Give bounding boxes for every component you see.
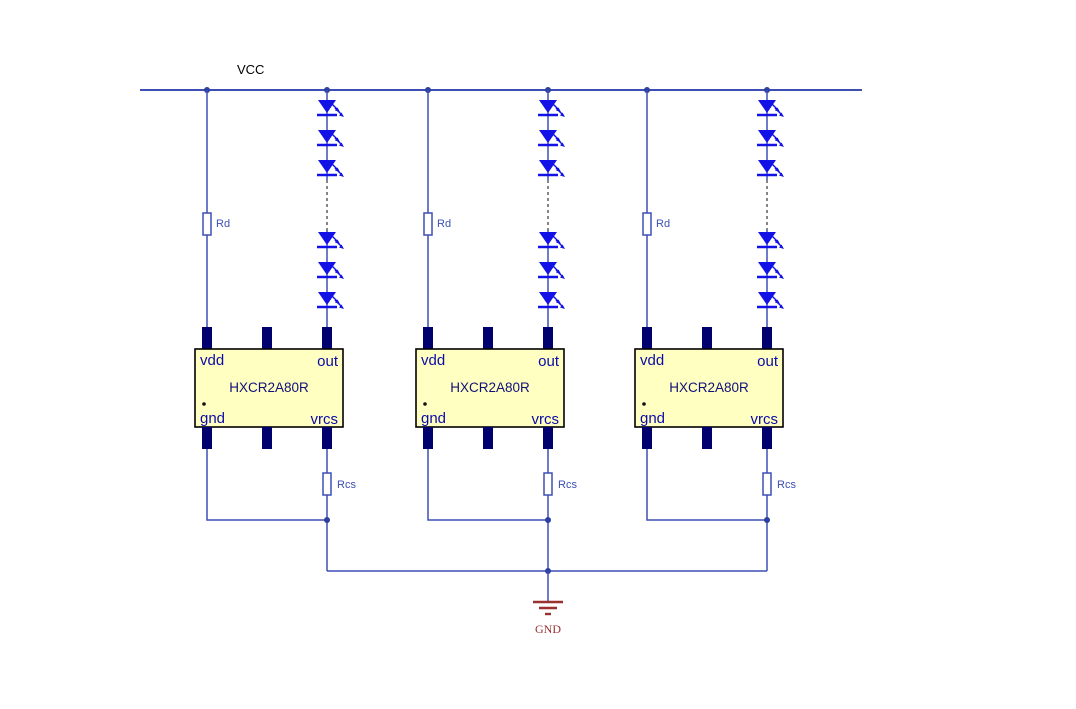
resistor-rcs-label: Rcs [777,479,796,491]
resistor-rd [642,212,652,236]
ic-name: HXCR2A80R [450,380,530,395]
ic-pin-vrcs [762,427,772,449]
ic-pin-bottom-middle [483,427,493,449]
ic-pin-gnd [423,427,433,449]
led-icon [536,290,567,311]
ic-pin-out [762,327,772,349]
resistor-rcs-label: Rcs [558,479,577,491]
ic-pin-top-middle [702,327,712,349]
pin-label-vdd: vdd [200,352,224,369]
ic-pin-vdd [423,327,433,349]
ic-pin-vdd [642,327,652,349]
resistor-rd [423,212,433,236]
led-icon [755,290,786,311]
led-string [315,90,346,327]
resistor-rcs [543,472,553,496]
ic-pin-gnd [202,427,212,449]
resistor-rcs [322,472,332,496]
ic-name: HXCR2A80R [229,380,309,395]
pin-label-vrcs: vrcs [532,411,560,428]
led-icon [315,260,346,281]
ic-name: HXCR2A80R [669,380,749,395]
resistor-rcs [762,472,772,496]
ic-pin-bottom-middle [262,427,272,449]
junction-dot [764,517,770,523]
junction-dot [324,517,330,523]
ic-pin-vrcs [543,427,553,449]
ic-pin-vdd [202,327,212,349]
led-icon [315,128,346,149]
resistor-rd [202,212,212,236]
ic-pin-top-middle [483,327,493,349]
ic-pin-gnd [642,427,652,449]
ground-symbol: GND [533,571,563,636]
wire [206,449,327,521]
led-icon [755,230,786,251]
vcc-label: VCC [237,62,264,77]
wire [646,449,767,521]
led-string [536,90,567,327]
led-icon [315,230,346,251]
pin1-dot-icon [423,402,427,406]
pin-label-vdd: vdd [640,352,664,369]
ground-label: GND [535,622,561,636]
resistor-rcs-label: Rcs [337,479,356,491]
pin-label-gnd: gnd [421,410,446,427]
ic-pin-bottom-middle [702,427,712,449]
resistor-rd-label: Rd [216,218,230,230]
led-icon [755,158,786,179]
ic-pin-out [322,327,332,349]
pin-label-gnd: gnd [640,410,665,427]
resistor-rd-label: Rd [437,218,451,230]
led-icon [536,98,567,119]
led-icon [536,230,567,251]
pin-label-vrcs: vrcs [311,411,339,428]
led-icon [755,128,786,149]
ic-body [415,348,565,428]
pin-label-out: out [317,353,339,370]
led-icon [536,260,567,281]
led-icon [315,290,346,311]
pin-label-out: out [757,353,779,370]
channel-3: Rd vdd out HXCR2A80R gnd vrcs Rcs [634,87,796,571]
led-string [755,90,786,327]
led-icon [315,158,346,179]
led-icon [536,128,567,149]
ic-pin-vrcs [322,427,332,449]
pin1-dot-icon [642,402,646,406]
channel-1: Rd vdd out HXCR2A80R gnd vrcs [194,87,356,571]
led-icon [536,158,567,179]
pin-label-vrcs: vrcs [751,411,779,428]
channel-2: Rd vdd out HXCR2A80R gnd vrcs Rcs [415,87,577,571]
pin1-dot-icon [202,402,206,406]
pin-label-out: out [538,353,560,370]
ic-body [634,348,784,428]
resistor-rd-label: Rd [656,218,670,230]
junction-dot [545,517,551,523]
wire [427,449,548,521]
pin-label-vdd: vdd [421,352,445,369]
led-icon [755,98,786,119]
led-icon [315,98,346,119]
ic-pin-out [543,327,553,349]
led-icon [755,260,786,281]
pin-label-gnd: gnd [200,410,225,427]
ic-pin-top-middle [262,327,272,349]
ic-body [194,348,344,428]
